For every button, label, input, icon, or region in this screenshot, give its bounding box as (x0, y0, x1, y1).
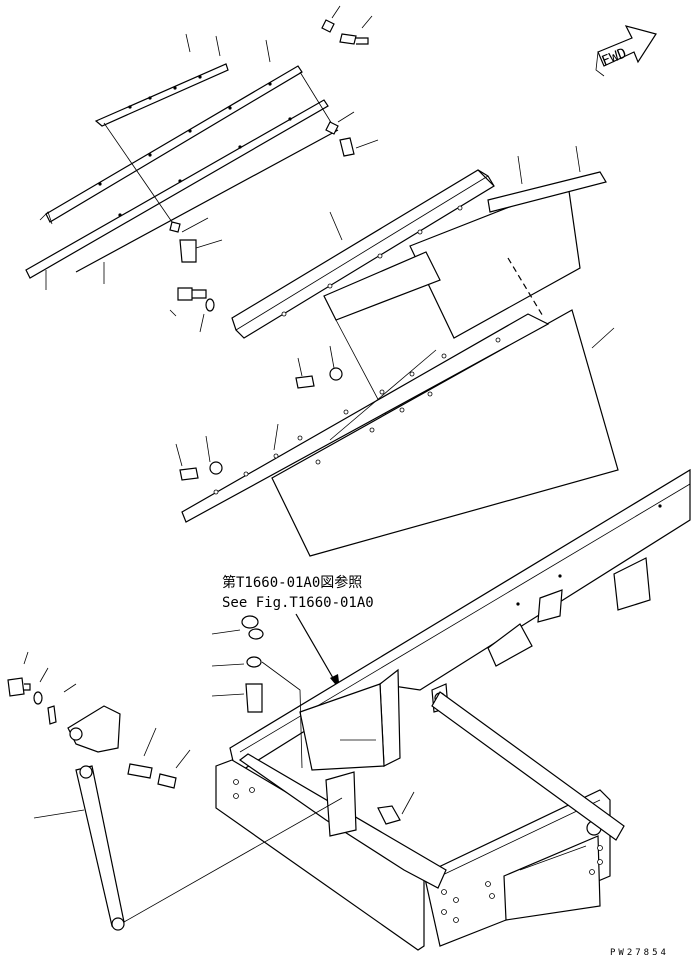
lower-plate (175, 309, 619, 557)
reference-note-ja: 第T1660-01A0図参照 (222, 574, 362, 591)
cover-plates (323, 145, 607, 423)
bolt-set-frame (211, 615, 303, 769)
damper-assembly (7, 651, 343, 931)
reference-note-en: See Fig.T1660-01A0 (222, 595, 374, 611)
bolt-set-middle (169, 217, 223, 333)
strip-holes (98, 75, 292, 217)
angle-bar-holes (281, 205, 463, 317)
lower-plate-holes (213, 337, 501, 495)
main-frame (215, 468, 691, 951)
upper-seal-strips (25, 33, 339, 290)
angle-bar (231, 169, 495, 339)
bolt-set-top (321, 5, 379, 157)
frame-holes (233, 504, 662, 923)
drawing-number: PW27854 (610, 948, 669, 958)
forward-arrow-icon: FWD (595, 25, 657, 77)
